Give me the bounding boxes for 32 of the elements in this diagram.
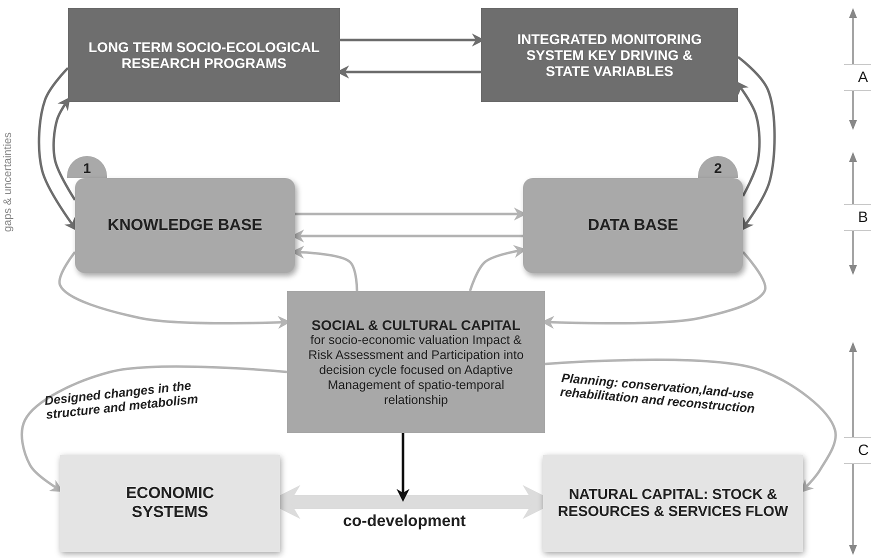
economic-box — [60, 455, 280, 552]
edge-label: Planning: conservation,land-use rehabilitation and reconstruction — [560, 372, 756, 418]
section-letter: B — [844, 204, 871, 231]
database-box — [523, 178, 743, 273]
box-title: ECONOMIC SYSTEMS — [125, 485, 215, 522]
edge-label: Designed changes in the structure and metabolism — [44, 378, 200, 422]
monitoring-box — [481, 8, 738, 102]
knowledge-box — [75, 178, 295, 273]
arrow — [737, 56, 776, 232]
box-title: NATURAL CAPITAL: STOCK & RESOURCES & SERVICES FLOW — [556, 486, 790, 520]
edge-label: co-development — [343, 513, 466, 531]
box-title: INTEGRATED MONITORING SYSTEM KEY DRIVING & STATE VARIABLES — [516, 30, 703, 80]
badge-number: 1 — [83, 160, 91, 176]
number-badge — [698, 156, 738, 178]
arrow — [52, 96, 76, 201]
side-note: gaps & uncertainties — [3, 131, 15, 232]
badge-number: 2 — [714, 160, 722, 176]
box-title: SOCIAL & CULTURAL CAPITAL — [312, 316, 520, 332]
box-title: DATA BASE — [588, 216, 678, 234]
capital-box — [287, 291, 545, 433]
arrow — [20, 365, 288, 492]
box-title: KNOWLEDGE BASE — [108, 216, 262, 234]
section-letter: A — [844, 64, 871, 91]
program-box — [68, 8, 340, 102]
arrow — [544, 358, 837, 493]
box-title: LONG TERM SOCIO-ECOLOGICAL RESEARCH PROGRAMS — [88, 38, 320, 72]
number-badge — [67, 156, 107, 178]
arrow — [396, 433, 410, 502]
box-text: for socio-economic valuation Impact & Risk Assessment and Participation into decision cycle focused on Adaptive Management of spatio-temporal relationship — [307, 332, 525, 408]
section-letter: C — [844, 437, 871, 464]
arrow — [38, 67, 78, 232]
natural-capital-box — [543, 455, 803, 552]
